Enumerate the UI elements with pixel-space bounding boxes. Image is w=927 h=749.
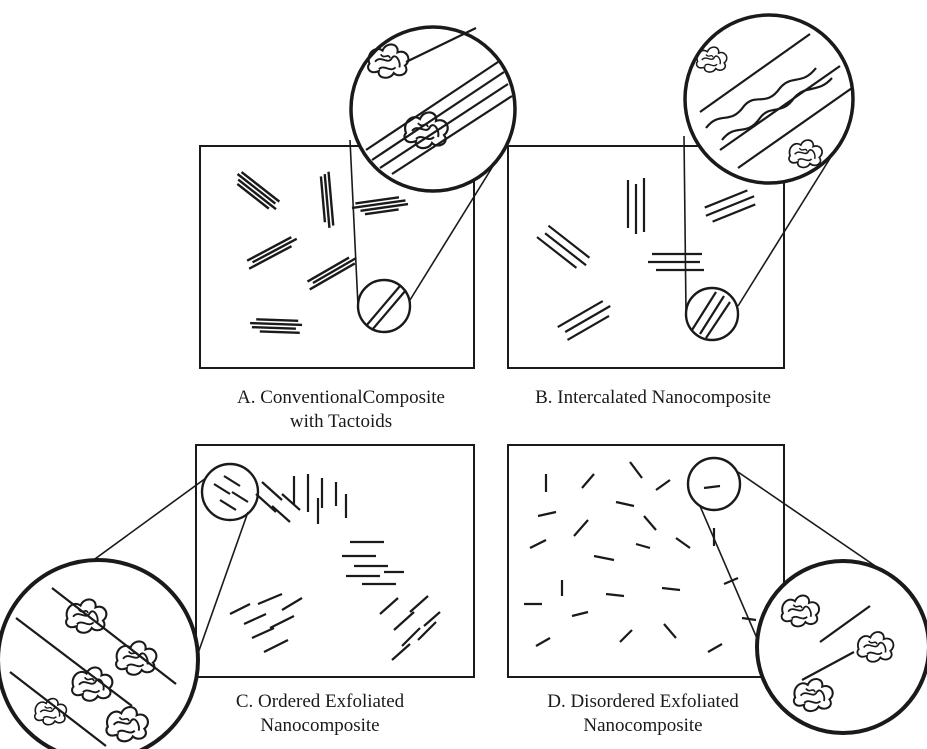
tactoid <box>250 319 302 333</box>
caption-a-line2: with Tactoids <box>196 410 486 434</box>
zoom-spot-b-platelets <box>692 292 730 338</box>
caption-d-line2: Nanocomposite <box>488 714 798 738</box>
zoom-line-a1 <box>350 140 358 306</box>
panel-c-frame <box>196 445 474 677</box>
caption-a: A. ConventionalComposite with Tactoids <box>196 386 486 434</box>
ordered-platelets-c <box>230 474 440 660</box>
caption-c: C. Ordered Exfoliated Nanocomposite <box>190 690 450 738</box>
zoom-line-d2 <box>700 506 762 650</box>
caption-d: D. Disordered Exfoliated Nanocomposite <box>488 690 798 738</box>
zoom-spot-a-platelets <box>366 286 406 330</box>
tactoid <box>351 196 408 216</box>
caption-c-line2: Nanocomposite <box>190 714 450 738</box>
caption-a-line1: A. ConventionalComposite <box>196 386 486 410</box>
caption-d-line1: D. Disordered Exfoliated <box>488 690 798 714</box>
zoom-line-d1 <box>738 472 884 572</box>
zoom-spot-c-platelets <box>214 476 248 510</box>
zoom-line-b1 <box>684 136 686 312</box>
zoom-spot-d <box>688 458 740 510</box>
tactoid <box>306 255 358 290</box>
tactoid <box>245 235 298 268</box>
tactoid <box>321 172 334 228</box>
caption-b: B. Intercalated Nanocomposite <box>488 386 818 410</box>
panel-d-frame <box>508 445 784 677</box>
caption-c-line1: C. Ordered Exfoliated <box>190 690 450 714</box>
panel-b <box>508 15 853 368</box>
caption-b-line1: B. Intercalated Nanocomposite <box>488 386 818 410</box>
intercalated-stacks-b <box>537 178 757 341</box>
tactoid <box>233 171 281 212</box>
panel-a <box>200 27 515 368</box>
zoom-spot-d-platelet <box>704 486 720 488</box>
zoom-spot-c <box>202 464 258 520</box>
magnified-circle-c <box>0 560 198 749</box>
magnified-circle-b <box>685 15 853 183</box>
